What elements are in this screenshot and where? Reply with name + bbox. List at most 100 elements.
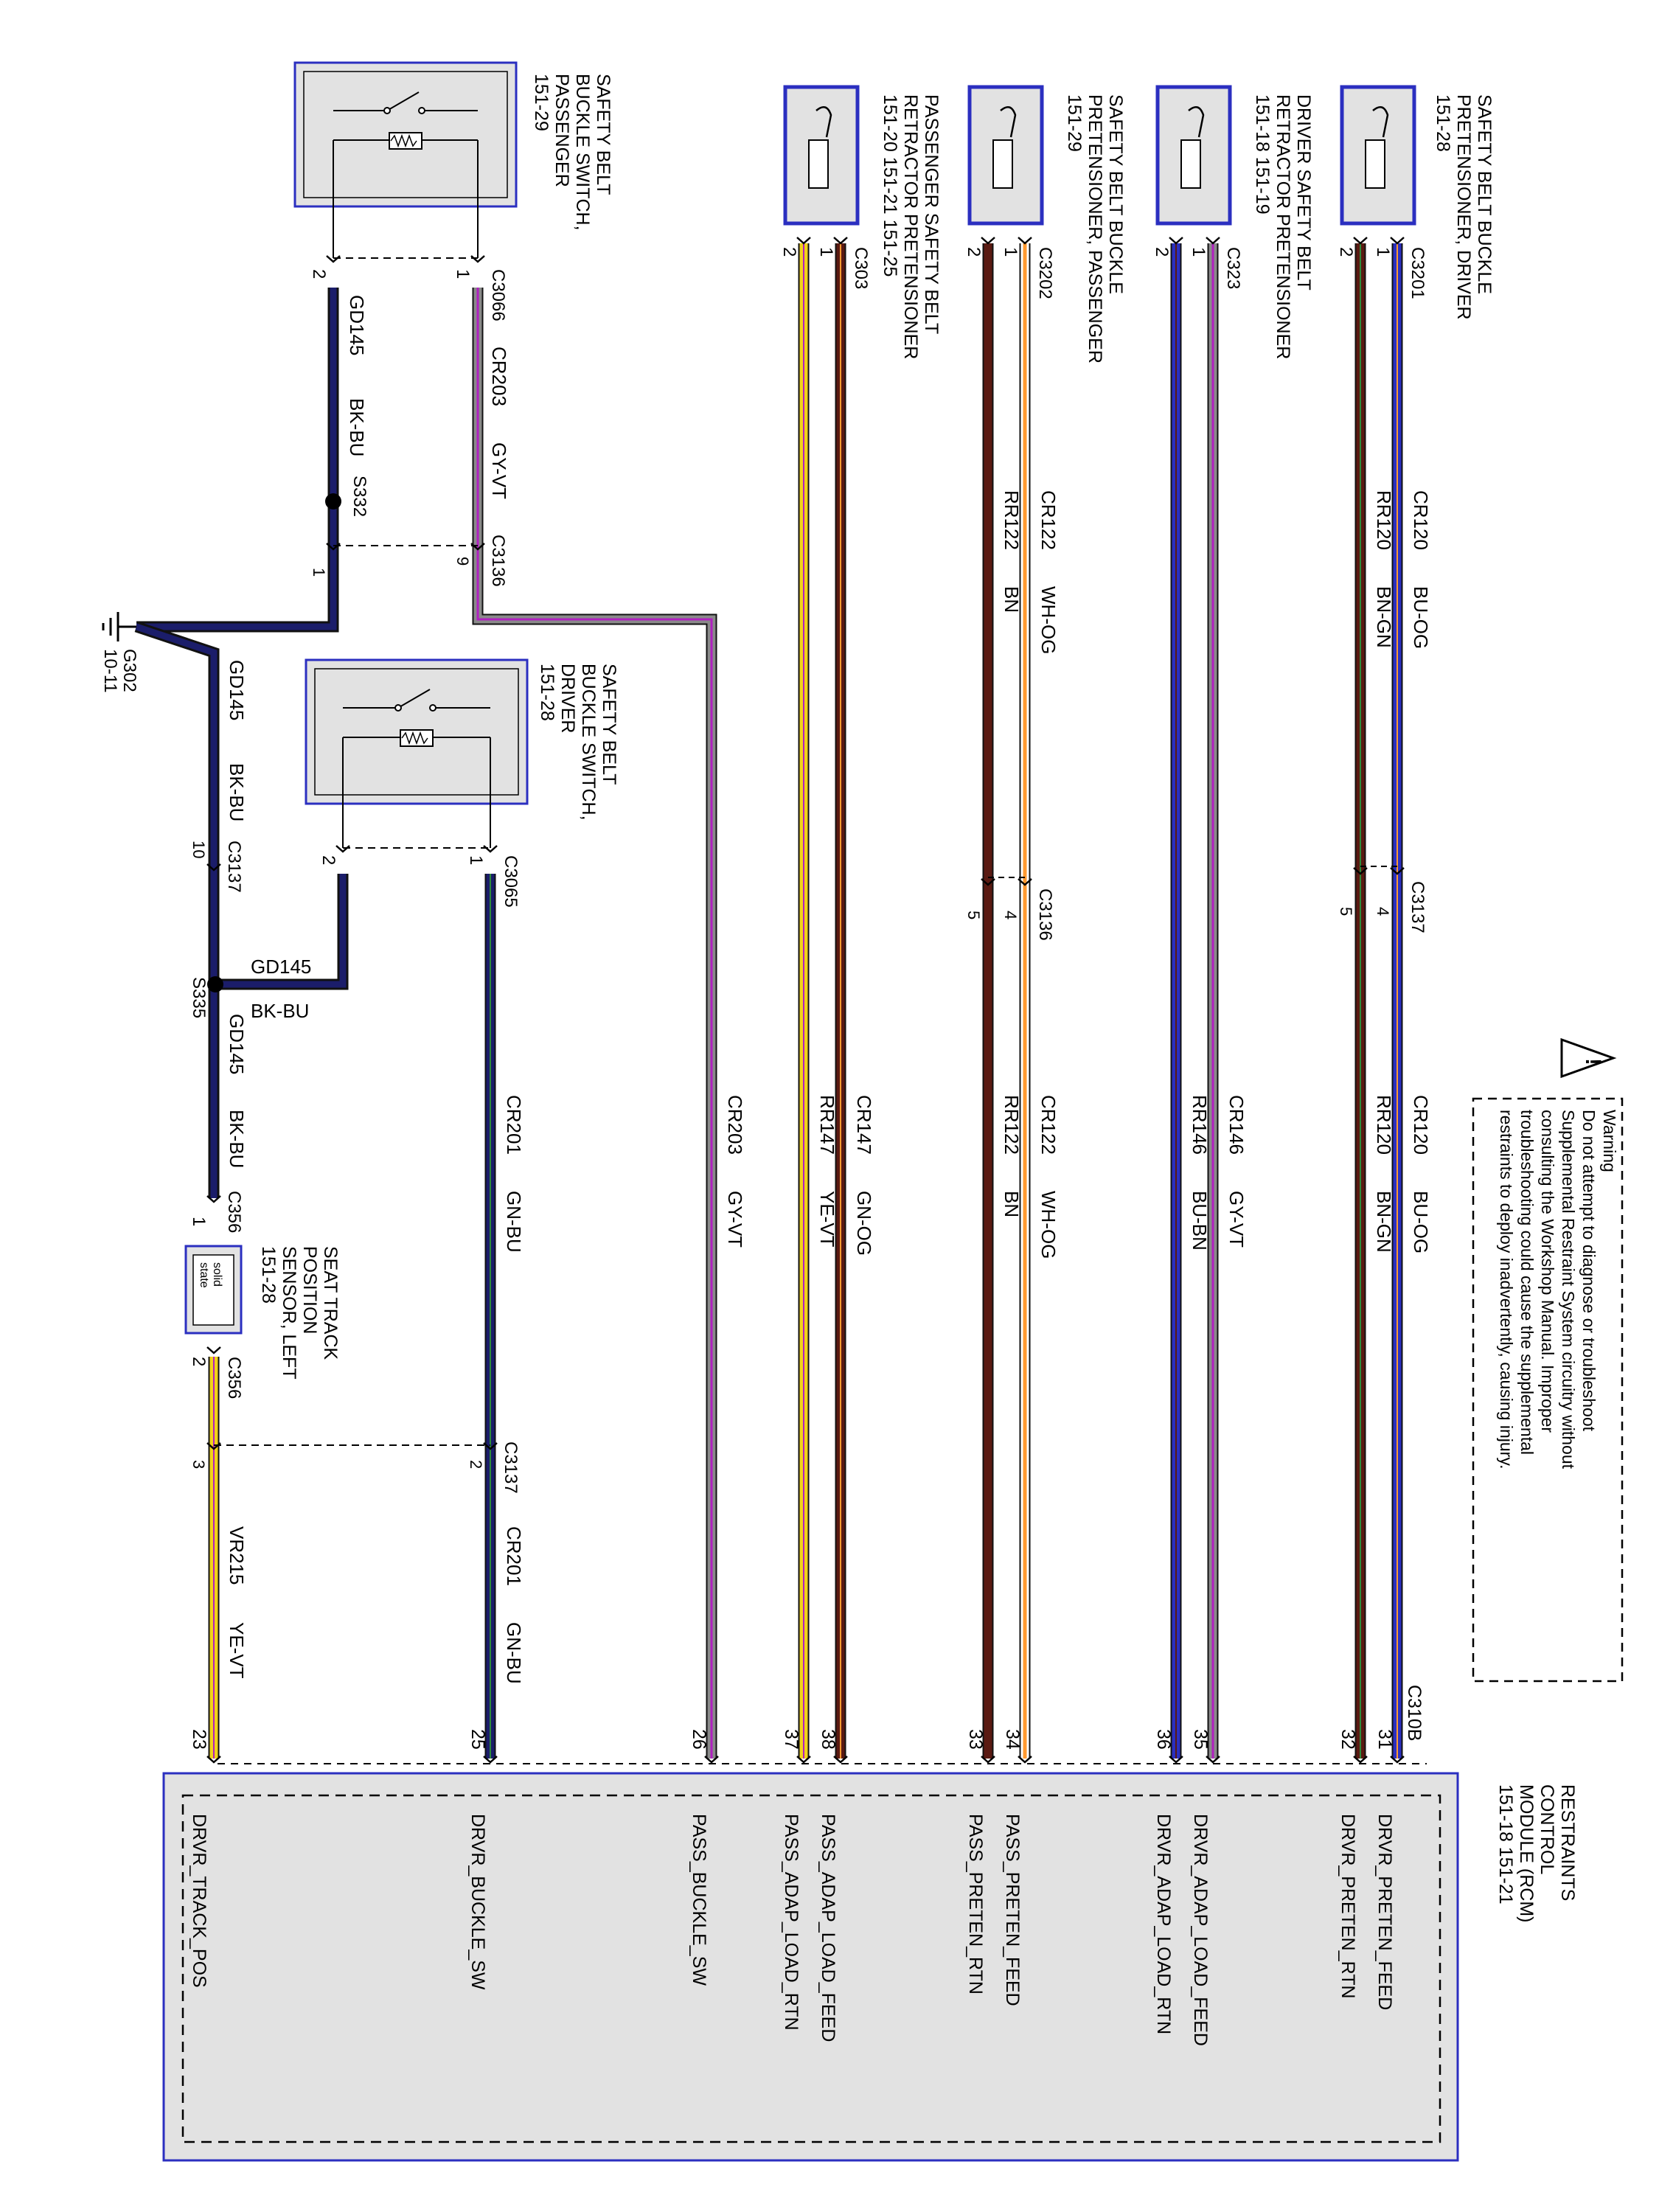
retractor-driver [1155,85,1232,226]
signal-38: PASS_ADAP_LOAD_FEED [818,1814,838,2042]
wire-label: BK-BU [251,1000,309,1022]
connector-arrow [1206,1756,1220,1764]
connector-arrow [833,237,848,245]
connector-arrow [483,1756,498,1764]
ground-ref: 10-11 [100,649,120,693]
wire-label: GD145 [226,1014,248,1074]
label-seat-3: SENSOR, LEFT [279,1246,299,1380]
wire-label: CR120 [1410,1095,1432,1155]
rcm-title-3: MODULE (RCM) [1516,1784,1537,1923]
connector-arrow [981,1756,995,1764]
switch-icon [386,91,420,111]
connector-arrow [206,1195,221,1203]
wire-label: YE-VT [816,1191,838,1248]
solid-state-2: state [198,1262,210,1288]
conn-c3137-cr201: C3137 [501,1441,521,1494]
wire-label: RR120 [1373,1095,1395,1155]
pin-label: 1 [816,247,836,257]
connector-arrow [1018,1756,1032,1764]
signal-35: DRVR_ADAP_LOAD_FEED [1190,1814,1211,2046]
warning-icon [1560,1037,1617,1079]
connector-arrow [1353,1756,1368,1764]
label-seat-4: 151-28 [258,1246,279,1304]
label-seat-1: SEAT TRACK [320,1246,341,1360]
pretensioner-icon [815,105,832,138]
wire-label: CR203 [488,347,510,406]
connector-arrow [1169,1756,1183,1764]
connector-arrow [833,1756,848,1764]
retractor-passenger [783,85,860,226]
signal-34: PASS_PRETEN_FEED [1002,1814,1023,2006]
conn-c3066: C3066 [488,269,508,321]
label-retr-driver-2: RETRACTOR PRETENSIONER [1273,94,1293,359]
pin-32: 32 [1338,1729,1358,1750]
connector-arrow [796,1756,811,1764]
wire-label: CR122 [1037,1095,1060,1155]
wire-label: RR147 [816,1095,838,1155]
wire-label: BN [1001,586,1023,613]
pin-37: 37 [781,1729,801,1750]
label-retr-driver-1: DRIVER SAFETY BELT [1293,94,1314,291]
conn-c3202: C3202 [1035,247,1055,299]
buckle-switch-driver [305,658,529,848]
signal-26: PASS_BUCKLE_SW [689,1814,709,1986]
wire-label: GY-VT [724,1191,746,1248]
pin-label: 10 [189,841,208,858]
solid-state-1: solid [211,1262,223,1287]
label-buckle-drv-2: BUCKLE SWITCH, [578,664,599,821]
pin-label: 2 [964,247,984,257]
pretensioner-icon [1000,105,1017,138]
connector-arrow [326,543,341,551]
wire-label: CR120 [1410,490,1432,550]
pin-35: 35 [1190,1729,1211,1750]
pin-25: 25 [467,1729,488,1750]
conn-c3065: C3065 [501,855,521,908]
conn-c303: C303 [851,247,871,289]
conn-c3201: C3201 [1408,247,1427,299]
label-buckle-drv-4: 151-28 [537,664,557,721]
label-buckle-pass-1: SAFETY BELT [593,74,613,195]
connector-arrow [483,1442,498,1450]
connector-arrow [1018,237,1032,245]
wire-label: GN-BU [503,1191,525,1253]
wire-label: GN-OG [853,1191,875,1256]
pin-label: 1 [1373,247,1393,257]
signal-25: DRVR_BUCKLE_SW [467,1814,488,1990]
rcm-pins: 31 DRVR_PRETEN_FEED 32 DRVR_PRETEN_RTN 3… [189,1729,1395,2046]
connector-arrow [981,878,995,886]
connector-arrow [206,863,221,872]
wire-label: BK-BU [226,1110,248,1168]
pin-38: 38 [818,1729,838,1750]
wire-cr203-stripe [476,288,713,1759]
pin-34: 34 [1002,1729,1023,1750]
pin-label: 2 [1152,247,1172,257]
rcm-inner [181,1794,1441,2143]
pretensioner-driver [1340,85,1416,226]
conn-c3136-buck: C3136 [488,535,508,587]
wire-label: WH-OG [1037,586,1060,654]
wire-label: GY-VT [488,442,510,499]
connectors-top: C3201 1 2 C323 1 2 C3202 1 2 C303 1 2 [779,247,1427,299]
rcm-module: RESTRAINTS CONTROL MODULE (RCM) 151-18 1… [162,1685,1578,2162]
signal-36: DRVR_ADAP_LOAD_RTN [1153,1814,1174,2034]
connector-arrow [981,237,995,245]
warning-box [1472,1097,1624,1683]
label-pret-driver-1: SAFETY BELT BUCKLE [1474,94,1495,294]
label-buckle-pass-2: BUCKLE SWITCH, [572,74,593,231]
pin-label: 2 [779,247,799,257]
wire-label: GD145 [346,295,368,355]
pin-label: 2 [189,1357,209,1366]
seat-track-sensor: solid state [184,1245,243,1335]
ground-name: G302 [119,649,139,692]
conn-c323: C323 [1223,247,1243,289]
ground-g302: G302 10-11 [100,612,139,693]
connector-arrow [206,1346,221,1354]
pin-label: 1 [1189,247,1208,257]
pin-label: 3 [189,1460,208,1469]
label-pret-pass-3: 151-29 [1064,94,1085,152]
splice-s335-dot [207,976,223,992]
wire-label: CR147 [853,1095,875,1155]
wire-label: VR215 [226,1526,248,1585]
pin-31: 31 [1374,1729,1395,1750]
